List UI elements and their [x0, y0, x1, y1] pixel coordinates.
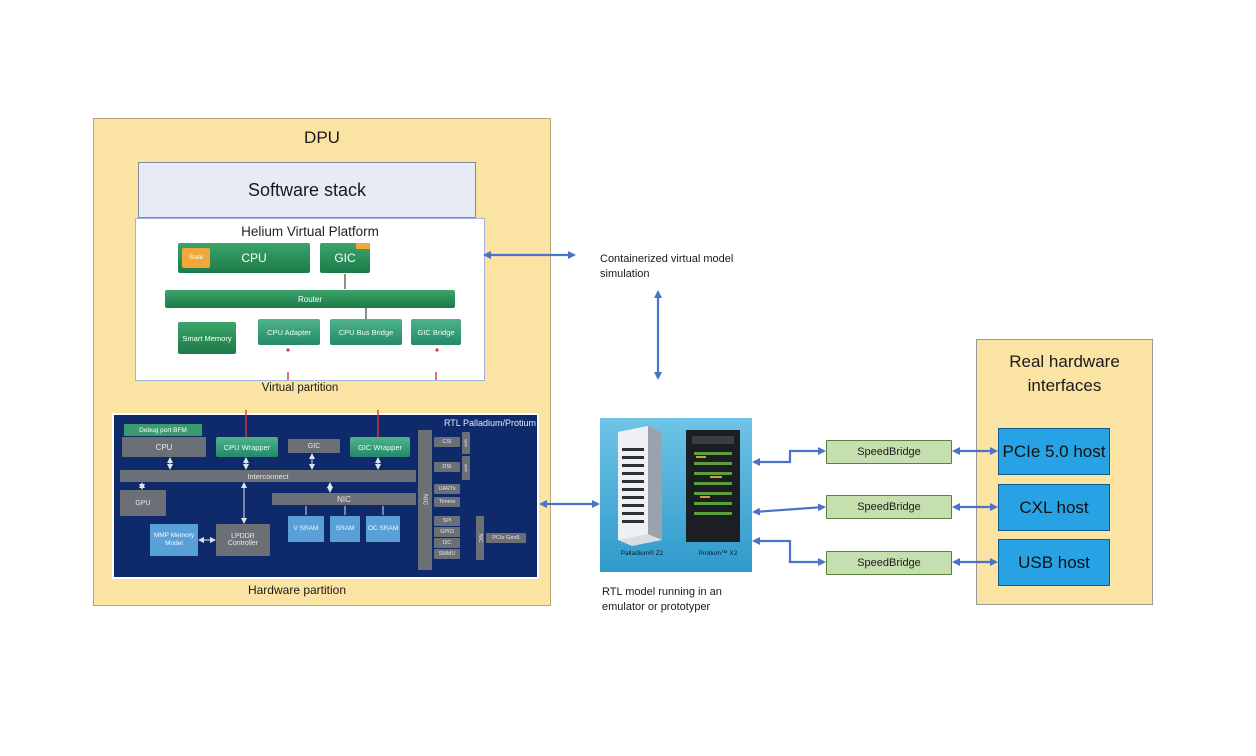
palladium-rack-icon [618, 426, 662, 546]
real-hardware-title: Real hardware interfaces [1009, 352, 1120, 395]
palladium-label: Palladium® Z2 [620, 550, 664, 557]
speedbridge-3: SpeedBridge [826, 551, 952, 575]
v-sram-block: V SRAM [288, 516, 324, 542]
mipi-bar-2: MIPI [462, 456, 470, 480]
protium-label: Protium™ X2 [698, 550, 738, 557]
smart-memory-block: Smart Memory [178, 322, 236, 354]
mmp-memory-model-block: MMP Memory Model [150, 524, 198, 556]
rtl-title: RTL Palladium/Protium [443, 418, 536, 428]
speedbridge-2: SpeedBridge [826, 495, 952, 519]
periph-gpio: GPIO [434, 527, 460, 537]
virtual-gic-tab [356, 243, 370, 249]
software-stack-box: Software stack [138, 162, 476, 218]
speedbridge-1: SpeedBridge [826, 440, 952, 464]
hw-cpu-wrapper-block: CPU Wrapper [216, 437, 278, 457]
virtual-router-bar: Router [165, 290, 455, 308]
dpu-title: DPU [304, 128, 340, 147]
cpu-adapter-block: CPU Adapter [258, 319, 320, 345]
oc-sram-block: OC SRAM [366, 516, 400, 542]
periph-smmu: SMMU [434, 549, 460, 559]
periph-spi: SPI [434, 516, 460, 526]
nic-vertical-bar: NIC [418, 430, 432, 570]
periph-csi: CSI [434, 437, 460, 447]
arrow-emulator-sb3 [752, 537, 826, 566]
virtual-state-block: State [182, 248, 210, 268]
mipi-bar-1: MIPI [462, 432, 470, 454]
hw-cpu-block: CPU [122, 437, 206, 457]
red-dot-1 [286, 348, 290, 352]
hw-gic-block: GIC [288, 439, 340, 453]
sram-block: SRAM [330, 516, 360, 542]
arrow-emulator-sb2 [752, 503, 826, 516]
periph-dsi: DSI [434, 462, 460, 472]
protium-rack-icon [686, 430, 740, 542]
containerized-label: Containerized virtual model simulation [600, 253, 734, 280]
interconnect-bar: Interconnect [120, 470, 416, 482]
rtl-model-label: RTL model running in an emulator or prot… [602, 586, 722, 613]
hardware-partition-label: Hardware partition [247, 583, 347, 597]
nic-bar: NIC [272, 493, 416, 505]
nic-small-bar: NIC [476, 516, 484, 560]
pcie-host-box: PCIe 5.0 host [998, 428, 1110, 475]
virtual-cpu-label: CPU [241, 251, 267, 265]
lpddr-controller-block: LPDDR Controller [216, 524, 270, 556]
usb-host-box: USB host [998, 539, 1110, 586]
periph-uarts: UARTs [434, 484, 460, 494]
cpu-bus-bridge-block: CPU Bus Bridge [330, 319, 402, 345]
periph-i2c: I2C [434, 538, 460, 548]
gic-bridge-block: GIC Bridge [411, 319, 461, 345]
cxl-host-box: CXL host [998, 484, 1110, 531]
virtual-partition-label: Virtual partition [261, 382, 339, 394]
hw-gpu-block: GPU [120, 490, 166, 516]
debug-port-block: Debug port BFM [124, 424, 202, 436]
hw-gic-wrapper-block: GIC Wrapper [350, 437, 410, 457]
red-dot-2 [435, 348, 439, 352]
periph-timers: Timers [434, 497, 460, 507]
pcie-gen5-block: PCIe Gen5 [486, 533, 526, 543]
virtual-platform-title: Helium Virtual Platform [241, 224, 379, 239]
arrow-emulator-sb1 [752, 447, 826, 466]
